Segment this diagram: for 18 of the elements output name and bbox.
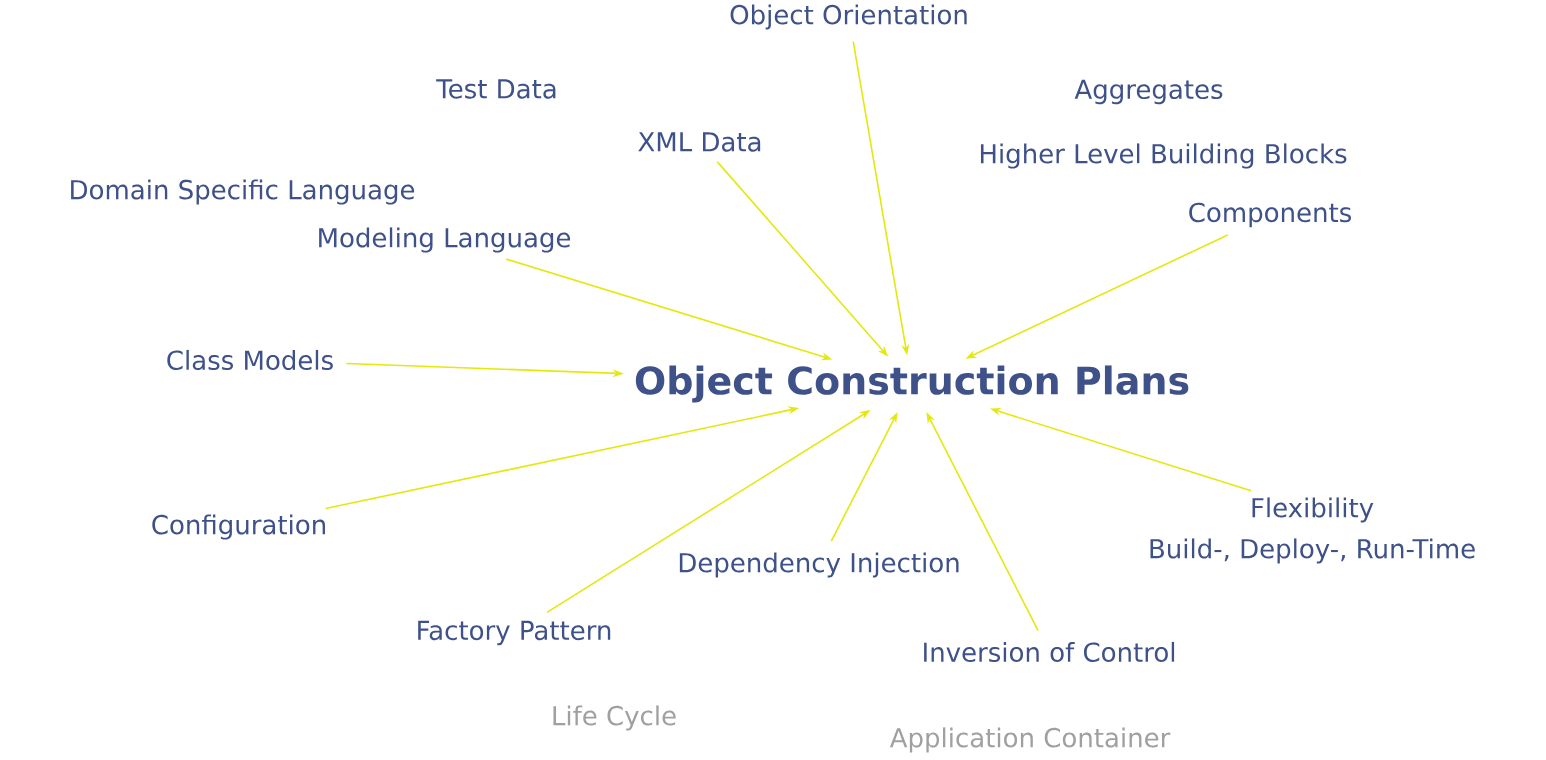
concept-text: Components [1189,202,1351,228]
label-text: Build-, Deploy-, Run-Time [1150,538,1475,564]
concept-text: Factory Pattern [418,620,611,646]
concept-text: Inversion of Control [924,641,1175,663]
label-text: Test Data [436,79,556,99]
concept-text: Class Models [167,349,333,371]
label-text: Application Container [889,727,1171,753]
concept-text: Flexibility [1252,497,1374,523]
concept-text: Modeling Language [319,227,571,253]
concept-text: Dependency Injection [679,552,959,578]
concept-text: Object Orientation [730,4,967,30]
concept-text: Configuration [152,514,325,540]
title-text: Object Construction Plans [635,365,1189,403]
label-text: Higher Level Building Blocks [980,143,1347,169]
label-text: Life Cycle [553,705,676,731]
label-text: Aggregates [1074,79,1223,105]
concept-text: XML Data [638,132,761,152]
label-text: Domain Specific Language [71,179,415,205]
